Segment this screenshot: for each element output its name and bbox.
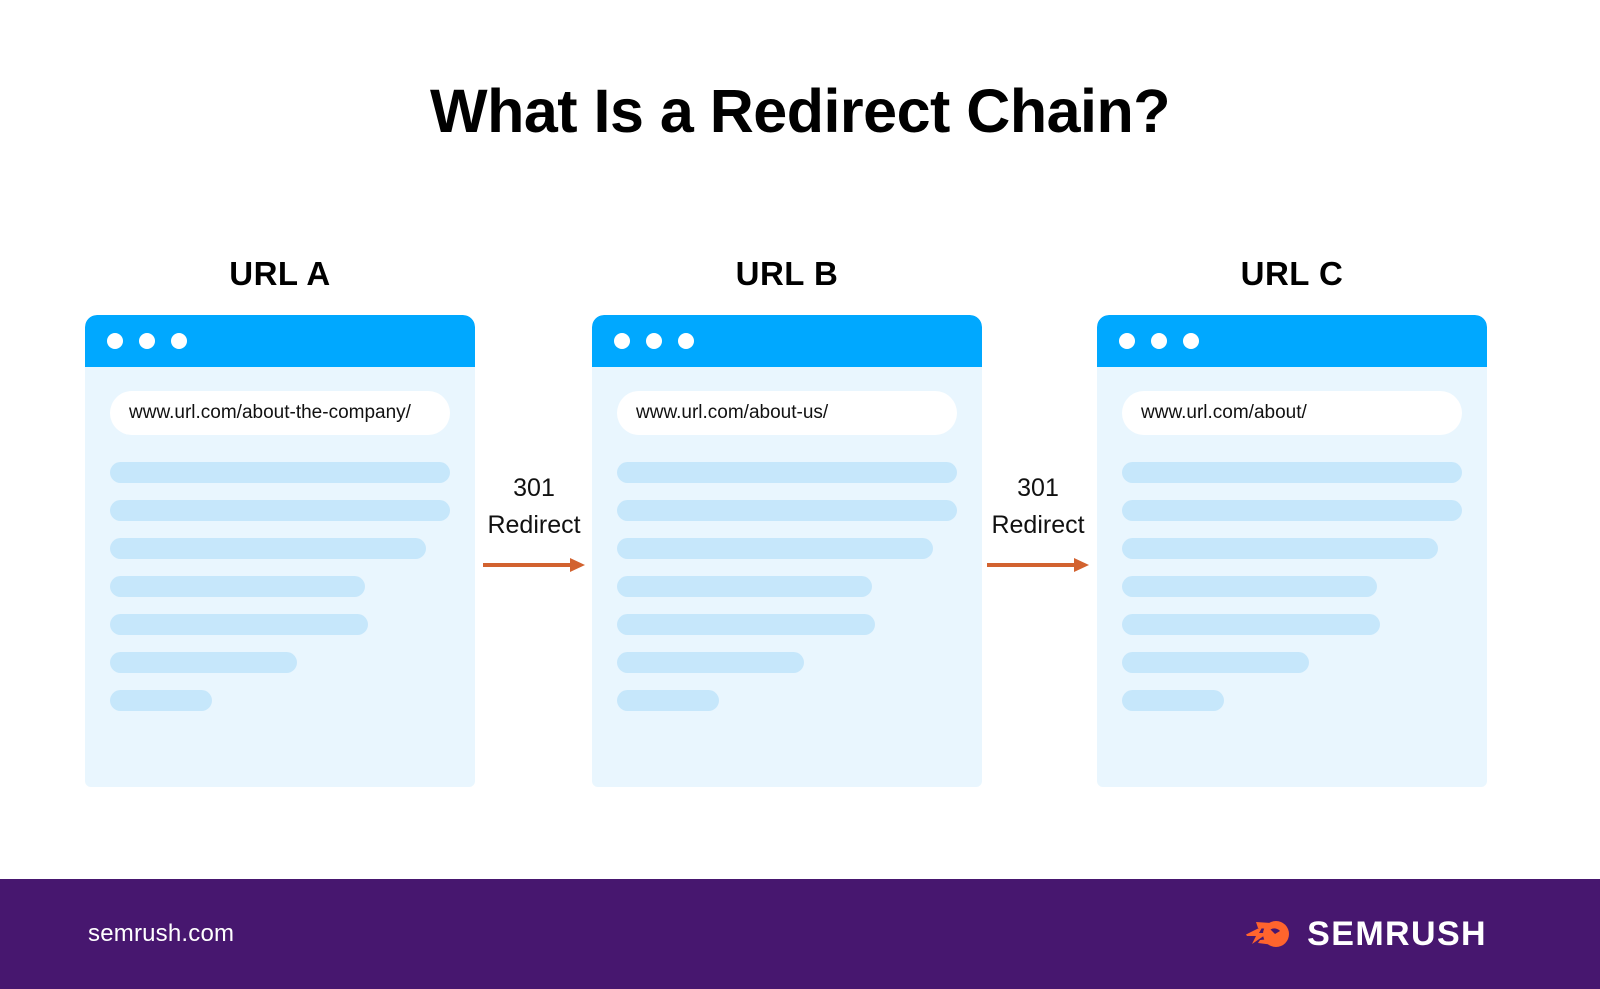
url-address-bar-b[interactable]: www.url.com/about-us/	[617, 391, 957, 435]
placeholder-line	[110, 538, 427, 559]
window-dot-icon	[139, 333, 155, 349]
placeholder-line	[1122, 614, 1381, 635]
arrow-right-icon	[987, 558, 1089, 572]
placeholder-line	[617, 652, 804, 673]
placeholder-line	[1122, 576, 1377, 597]
url-node-a-label: URL A	[229, 255, 331, 292]
content-placeholder-lines	[1122, 462, 1462, 711]
redirect-connector-1: 301 Redirect	[469, 470, 599, 578]
placeholder-line	[617, 462, 957, 483]
semrush-comet-icon	[1246, 921, 1290, 947]
browser-titlebar	[85, 315, 475, 367]
redirect-code-1: 301	[513, 474, 555, 502]
placeholder-line	[617, 500, 957, 521]
placeholder-line	[1122, 500, 1462, 521]
content-placeholder-lines	[617, 462, 957, 711]
footer-bar: semrush.com SEMRUSH	[0, 879, 1600, 989]
window-dot-icon	[171, 333, 187, 349]
window-dot-icon	[1151, 333, 1167, 349]
url-node-a: URL A www.url.com/about-the-company/	[85, 255, 475, 787]
browser-window-c: www.url.com/about/	[1097, 315, 1487, 787]
url-node-c: URL C www.url.com/about/	[1097, 255, 1487, 787]
placeholder-line	[110, 576, 365, 597]
placeholder-line	[617, 614, 876, 635]
placeholder-line	[1122, 652, 1309, 673]
browser-body: www.url.com/about-the-company/	[85, 367, 475, 711]
placeholder-line	[1122, 462, 1462, 483]
window-dot-icon	[107, 333, 123, 349]
url-address-bar-a[interactable]: www.url.com/about-the-company/	[110, 391, 450, 435]
content-placeholder-lines	[110, 462, 450, 711]
url-node-b-label: URL B	[735, 255, 839, 292]
placeholder-line	[110, 652, 297, 673]
placeholder-line	[110, 690, 212, 711]
browser-window-a: www.url.com/about-the-company/	[85, 315, 475, 787]
placeholder-line	[1122, 690, 1224, 711]
window-dot-icon	[1119, 333, 1135, 349]
placeholder-line	[110, 462, 450, 483]
redirect-connector-2: 301 Redirect	[973, 470, 1103, 578]
window-dot-icon	[614, 333, 630, 349]
placeholder-line	[110, 500, 450, 521]
placeholder-line	[617, 690, 719, 711]
redirect-chain-diagram: URL A www.url.com/about-the-company/	[0, 255, 1600, 815]
semrush-logo[interactable]: SEMRUSH	[1246, 915, 1487, 954]
placeholder-line	[1122, 538, 1439, 559]
arrow-right-icon	[483, 558, 585, 572]
window-dot-icon	[1183, 333, 1199, 349]
redirect-code-2: 301	[1017, 474, 1059, 502]
browser-window-b: www.url.com/about-us/	[592, 315, 982, 787]
browser-body: www.url.com/about-us/	[592, 367, 982, 711]
semrush-wordmark: SEMRUSH	[1307, 914, 1487, 953]
redirect-action-2: Redirect	[991, 511, 1085, 539]
redirect-action-1: Redirect	[487, 511, 581, 539]
browser-titlebar	[592, 315, 982, 367]
window-dot-icon	[678, 333, 694, 349]
placeholder-line	[617, 576, 872, 597]
url-address-bar-c[interactable]: www.url.com/about/	[1122, 391, 1462, 435]
url-node-c-label: URL C	[1240, 255, 1344, 292]
placeholder-line	[110, 614, 369, 635]
placeholder-line	[617, 538, 934, 559]
browser-body: www.url.com/about/	[1097, 367, 1487, 711]
footer-site-label[interactable]: semrush.com	[88, 920, 235, 947]
browser-titlebar	[1097, 315, 1487, 367]
window-dot-icon	[646, 333, 662, 349]
url-node-b: URL B www.url.com/about-us/	[592, 255, 982, 787]
page-title: What Is a Redirect Chain?	[430, 77, 1170, 145]
